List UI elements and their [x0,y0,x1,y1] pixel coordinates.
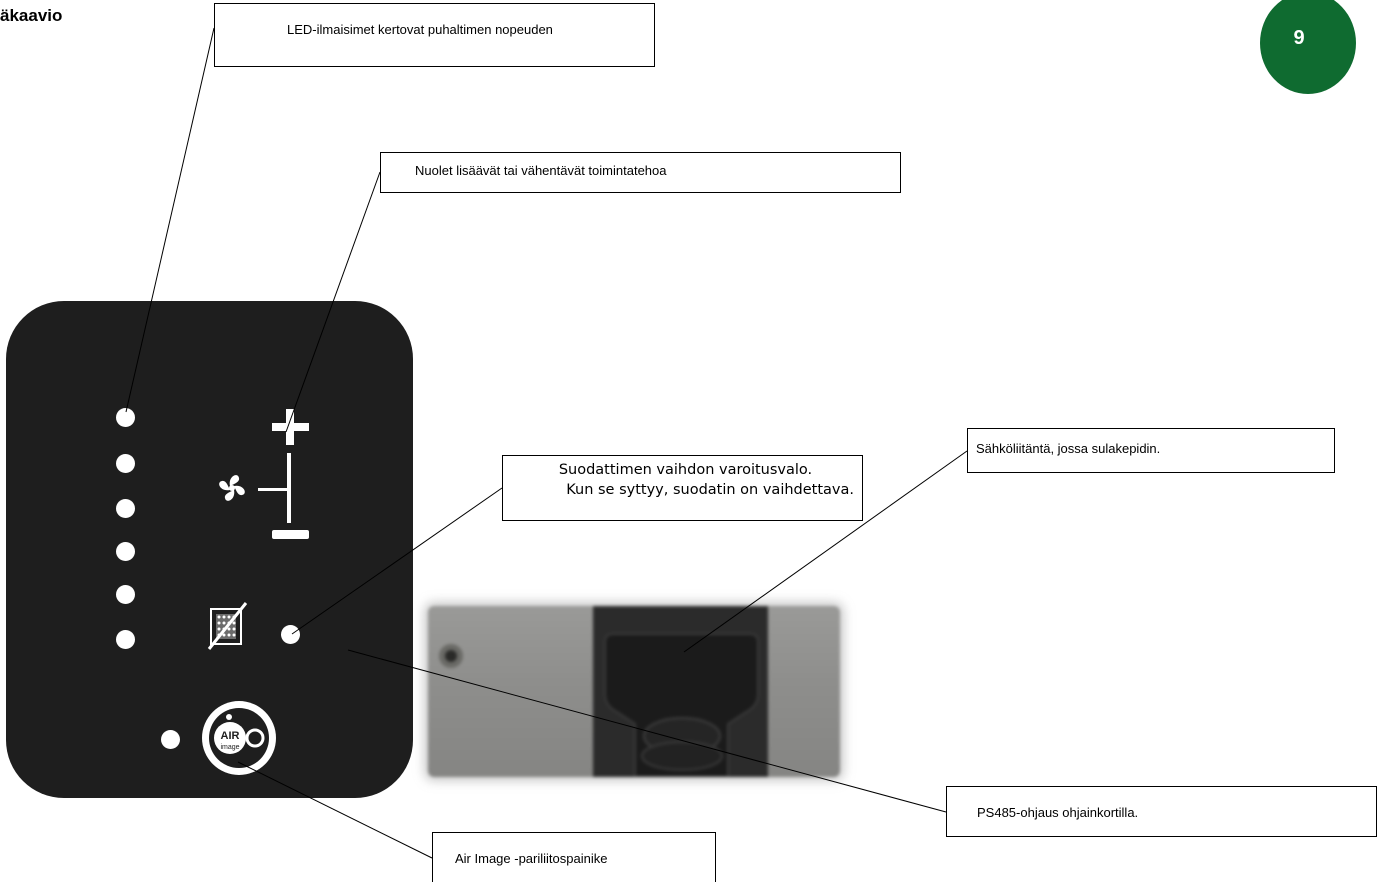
fan-icon [219,475,245,501]
callout-arrows: Nuolet lisäävät tai vähentävät toimintat… [380,152,901,193]
air-logo-top: AIR [221,730,240,742]
air-logo-bottom: image [220,744,239,751]
speed-led-1 [116,408,135,427]
speed-led-5 [116,585,135,604]
speed-led-6 [116,630,135,649]
speed-led-4 [116,542,135,561]
callout-ps485-text: PS485-ohjaus ohjainkortilla. [977,805,1139,820]
callout-air-image-text: Air Image -pariliitospainike [455,851,608,866]
pairing-led [161,730,180,749]
callout-power-text: Sähköliitäntä, jossa sulakepidin. [976,441,1161,456]
minus-icon[interactable] [272,530,309,539]
speed-led-2 [116,454,135,473]
callout-filter-warning: Suodattimen vaihdon varoitusvalo. Kun se… [502,455,863,521]
panel-graphics: AIR image [202,409,309,775]
callout-ps485: PS485-ohjaus ohjainkortilla. [946,786,1377,837]
plus-icon[interactable] [272,409,309,445]
callout-led-text: LED-ilmaisimet kertovat puhaltimen nopeu… [287,22,553,37]
page-number-badge: 9 [1260,0,1356,94]
speed-led-3 [116,499,135,518]
filter-icon [207,602,248,650]
power-connector-photo [428,606,840,777]
callout-arrows-text: Nuolet lisäävät tai vähentävät toimintat… [415,163,667,178]
connector-drawing [439,606,768,777]
callout-filter-line1: Suodattimen vaihdon varoitusvalo. [558,462,813,478]
control-panel: AIR image [6,301,413,798]
page-heading: äkaavio [0,6,63,25]
page-number: 9 [1293,26,1305,49]
callout-filter-line2: Kun se syttyy, suodatin on vaihdettava. [566,482,854,498]
callout-led-indicators: LED-ilmaisimet kertovat puhaltimen nopeu… [214,3,655,67]
callout-power-connection: Sähköliitäntä, jossa sulakepidin. [967,428,1335,473]
callout-air-image: Air Image -pariliitospainike [432,832,716,882]
air-image-button[interactable]: AIR image [202,701,276,775]
level-line [287,453,291,523]
level-tick [258,488,288,491]
